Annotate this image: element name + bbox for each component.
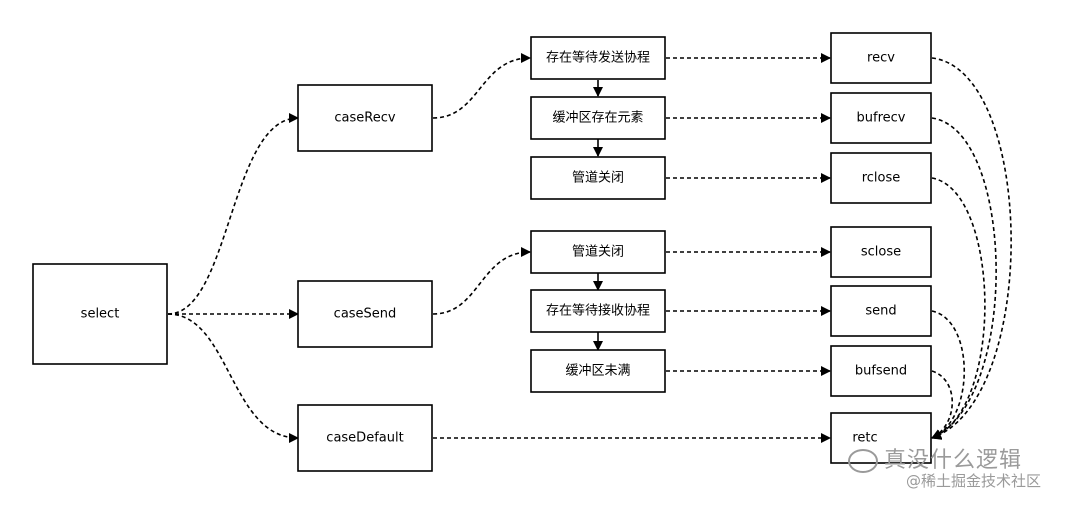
svg-text:存在等待接收协程: 存在等待接收协程	[546, 303, 650, 319]
edge-send-retc	[931, 310, 966, 440]
node-recv-wait-sender: 存在等待发送协程	[530, 36, 666, 80]
node-recv-buffer-has-element: 缓冲区存在元素	[530, 96, 666, 140]
node-bufrecv: bufrecv	[830, 92, 932, 144]
svg-text:send: send	[865, 304, 896, 319]
svg-text:sclose: sclose	[861, 245, 901, 260]
svg-text:缓冲区未满: 缓冲区未满	[565, 364, 630, 379]
svg-text:缓冲区存在元素: 缓冲区存在元素	[552, 111, 643, 126]
edge-select-casedefault	[167, 313, 299, 443]
watermark-site: @稀土掘金技术社区	[906, 472, 1042, 490]
edge-recv-retc	[931, 57, 1012, 440]
svg-text:select: select	[81, 307, 120, 322]
node-retc: retc	[830, 412, 932, 464]
svg-text:caseDefault: caseDefault	[326, 431, 403, 446]
svg-text:recv: recv	[867, 51, 895, 66]
svg-text:bufsend: bufsend	[855, 364, 907, 379]
svg-text:caseRecv: caseRecv	[334, 111, 395, 126]
watermark-account: 真没什么逻辑	[848, 442, 1022, 474]
node-bufsend: bufsend	[830, 345, 932, 397]
edge-select-caserecv	[167, 113, 299, 315]
svg-text:caseSend: caseSend	[334, 307, 397, 322]
svg-text:bufrecv: bufrecv	[857, 111, 906, 126]
node-send-channel-closed: 管道关闭	[530, 230, 666, 274]
watermark-account-text: 真没什么逻辑	[884, 448, 1023, 473]
node-rclose: rclose	[830, 152, 932, 204]
svg-text:retc: retc	[852, 431, 877, 446]
node-send-buffer-not-full: 缓冲区未满	[530, 349, 666, 393]
edge-caserecv-recvwait	[432, 53, 531, 119]
edges	[167, 53, 1012, 443]
edge-casesend-sendclosed	[432, 247, 531, 315]
node-caserecv: caseRecv	[297, 84, 433, 152]
node-recv-channel-closed: 管道关闭	[530, 156, 666, 200]
node-sclose: sclose	[830, 226, 932, 278]
wechat-icon	[848, 449, 878, 473]
edge-bufsend-retc	[931, 370, 953, 439]
node-recv: recv	[830, 32, 932, 84]
node-select: select	[32, 263, 168, 365]
svg-text:rclose: rclose	[862, 171, 901, 186]
node-send: send	[830, 285, 932, 337]
edge-rclose-retc	[931, 177, 986, 440]
edge-bufrecv-retc	[931, 117, 997, 439]
svg-text:管道关闭: 管道关闭	[572, 245, 624, 260]
svg-text:管道关闭: 管道关闭	[572, 171, 624, 186]
svg-text:存在等待发送协程: 存在等待发送协程	[546, 50, 650, 66]
node-casesend: caseSend	[297, 280, 433, 348]
node-casedefault: caseDefault	[297, 404, 433, 472]
node-send-wait-receiver: 存在等待接收协程	[530, 289, 666, 333]
